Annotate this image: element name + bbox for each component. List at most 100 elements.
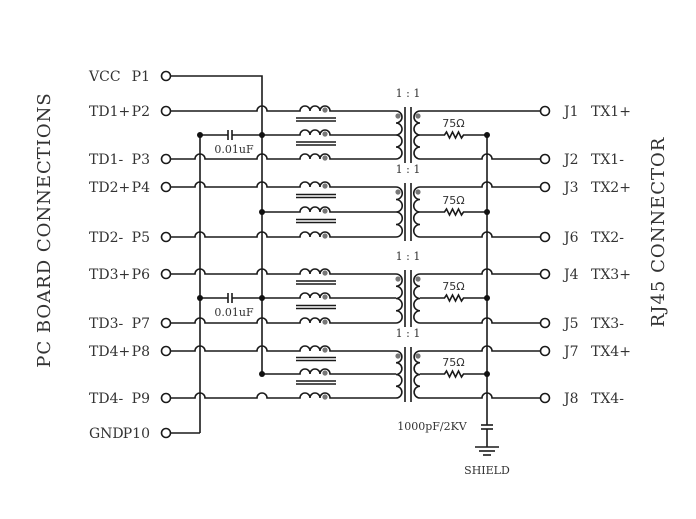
choke-coil	[296, 231, 340, 238]
pin-terminal-p3	[160, 153, 172, 165]
pin-terminal-j5	[539, 317, 551, 329]
rj45-minus-wire	[420, 153, 541, 160]
left-pin-signal-label: GND	[89, 426, 124, 442]
transformer-primary	[395, 110, 403, 160]
tx-plus-wire	[170, 345, 296, 352]
choke-coil	[296, 392, 340, 399]
polarity-dot	[395, 189, 401, 195]
rj45-plus-wire	[420, 268, 541, 275]
termination-junction	[484, 371, 490, 377]
capacitor-label: 0.01uF	[214, 306, 254, 319]
transformer-ratio-label: 1 : 1	[396, 250, 421, 263]
pin-terminal-j6	[539, 231, 551, 243]
rj45-minus-wire	[420, 317, 541, 324]
termination-junction	[484, 209, 490, 215]
right-pin-signal-label: TX2+	[591, 180, 631, 196]
pin-terminal-j7	[539, 345, 551, 357]
rj45-plus-wire	[420, 181, 541, 188]
polarity-dot	[322, 347, 328, 353]
left-pin-signal-label: TD4-	[89, 391, 123, 407]
right-pin-signal-label: TX1+	[591, 104, 631, 120]
polarity-dot	[322, 183, 328, 189]
left-pin-signal-label: VCC	[88, 69, 121, 85]
choke-coil	[296, 206, 340, 213]
tx-plus-wire	[170, 181, 296, 188]
left-pin-signal-label: TD1-	[89, 152, 123, 168]
right-pin-signal-label: TX4+	[591, 344, 631, 360]
right-pin-number-label: J4	[562, 267, 579, 283]
polarity-dot	[322, 107, 328, 113]
right-pin-signal-label: TX4-	[591, 391, 624, 407]
hv-capacitor-label: 1000pF/2KV	[397, 420, 468, 433]
rj45-plus-wire	[420, 345, 541, 352]
choke-coil	[296, 345, 340, 352]
choke-coil	[296, 153, 340, 160]
choke-coil	[296, 181, 340, 188]
left-pin-number-label: P7	[132, 316, 150, 332]
choke-coil	[296, 317, 340, 324]
polarity-dot	[322, 394, 328, 400]
resistor-label: 75Ω	[442, 117, 464, 130]
left-pin-signal-label: TD1+	[89, 104, 130, 120]
right-pin-signal-label: TX1-	[591, 152, 624, 168]
pin-terminal-j8	[539, 392, 551, 404]
polarity-dot	[322, 155, 328, 161]
left-pin-number-label: P2	[132, 104, 150, 120]
right-pin-number-label: J2	[562, 152, 579, 168]
pin-terminal-p5	[160, 231, 172, 243]
capacitor-label: 0.01uF	[214, 143, 254, 156]
polarity-dot	[322, 370, 328, 376]
transformer-ratio-label: 1 : 1	[396, 87, 421, 100]
right-pin-number-label: J3	[562, 180, 579, 196]
transformer-primary	[395, 273, 403, 324]
tx-plus-wire	[170, 268, 296, 275]
left-pin-signal-label: TD3+	[89, 267, 130, 283]
choke-coil	[296, 105, 340, 112]
polarity-dot	[415, 189, 421, 195]
left-pin-number-label: P10	[123, 426, 150, 442]
cap-junction	[197, 132, 203, 138]
shield-label: SHIELD	[464, 464, 510, 477]
transformer-ratio-label: 1 : 1	[396, 327, 421, 340]
right-pin-number-label: J1	[562, 104, 579, 120]
pin-terminal-p1	[160, 70, 172, 82]
polarity-dot	[415, 276, 421, 282]
pin-terminal-p2	[160, 105, 172, 117]
polarity-dot	[395, 276, 401, 282]
pin-terminal-p7	[160, 317, 172, 329]
right-pin-number-label: J8	[562, 391, 579, 407]
pin-terminal-j3	[539, 181, 551, 193]
left-pin-signal-label: TD4+	[89, 344, 130, 360]
polarity-dot	[395, 353, 401, 359]
center-tap-junction	[259, 209, 265, 215]
polarity-dot	[322, 233, 328, 239]
rj45-minus-wire	[420, 231, 541, 238]
left-pin-signal-label: TD3-	[89, 316, 123, 332]
resistor-label: 75Ω	[442, 356, 464, 369]
pin-terminal-p4	[160, 181, 172, 193]
transformer-secondary	[412, 186, 421, 238]
polarity-dot	[322, 131, 328, 137]
right-pin-number-label: J5	[562, 316, 579, 332]
pin-terminal-j1	[539, 105, 551, 117]
pin-terminal-j4	[539, 268, 551, 280]
right-title: RJ45 CONNECTOR	[648, 137, 669, 328]
resistor-75-ohm	[420, 207, 487, 217]
center-tap-junction	[259, 371, 265, 377]
termination-junction	[484, 295, 490, 301]
right-pin-signal-label: TX3-	[591, 316, 624, 332]
tx-plus-wire	[170, 105, 296, 112]
left-pin-signal-label: TD2-	[89, 230, 123, 246]
tx-minus-wire	[170, 317, 296, 324]
polarity-dot	[322, 294, 328, 300]
pin-terminal-p10	[160, 427, 172, 439]
transformer-primary	[395, 350, 403, 399]
left-pin-number-label: P6	[132, 267, 150, 283]
choke-coil	[296, 129, 340, 136]
tx-minus-wire	[170, 392, 296, 399]
right-pin-signal-label: TX3+	[591, 267, 631, 283]
cap-junction	[197, 295, 203, 301]
left-pin-number-label: P8	[132, 344, 150, 360]
resistor-label: 75Ω	[442, 280, 464, 293]
